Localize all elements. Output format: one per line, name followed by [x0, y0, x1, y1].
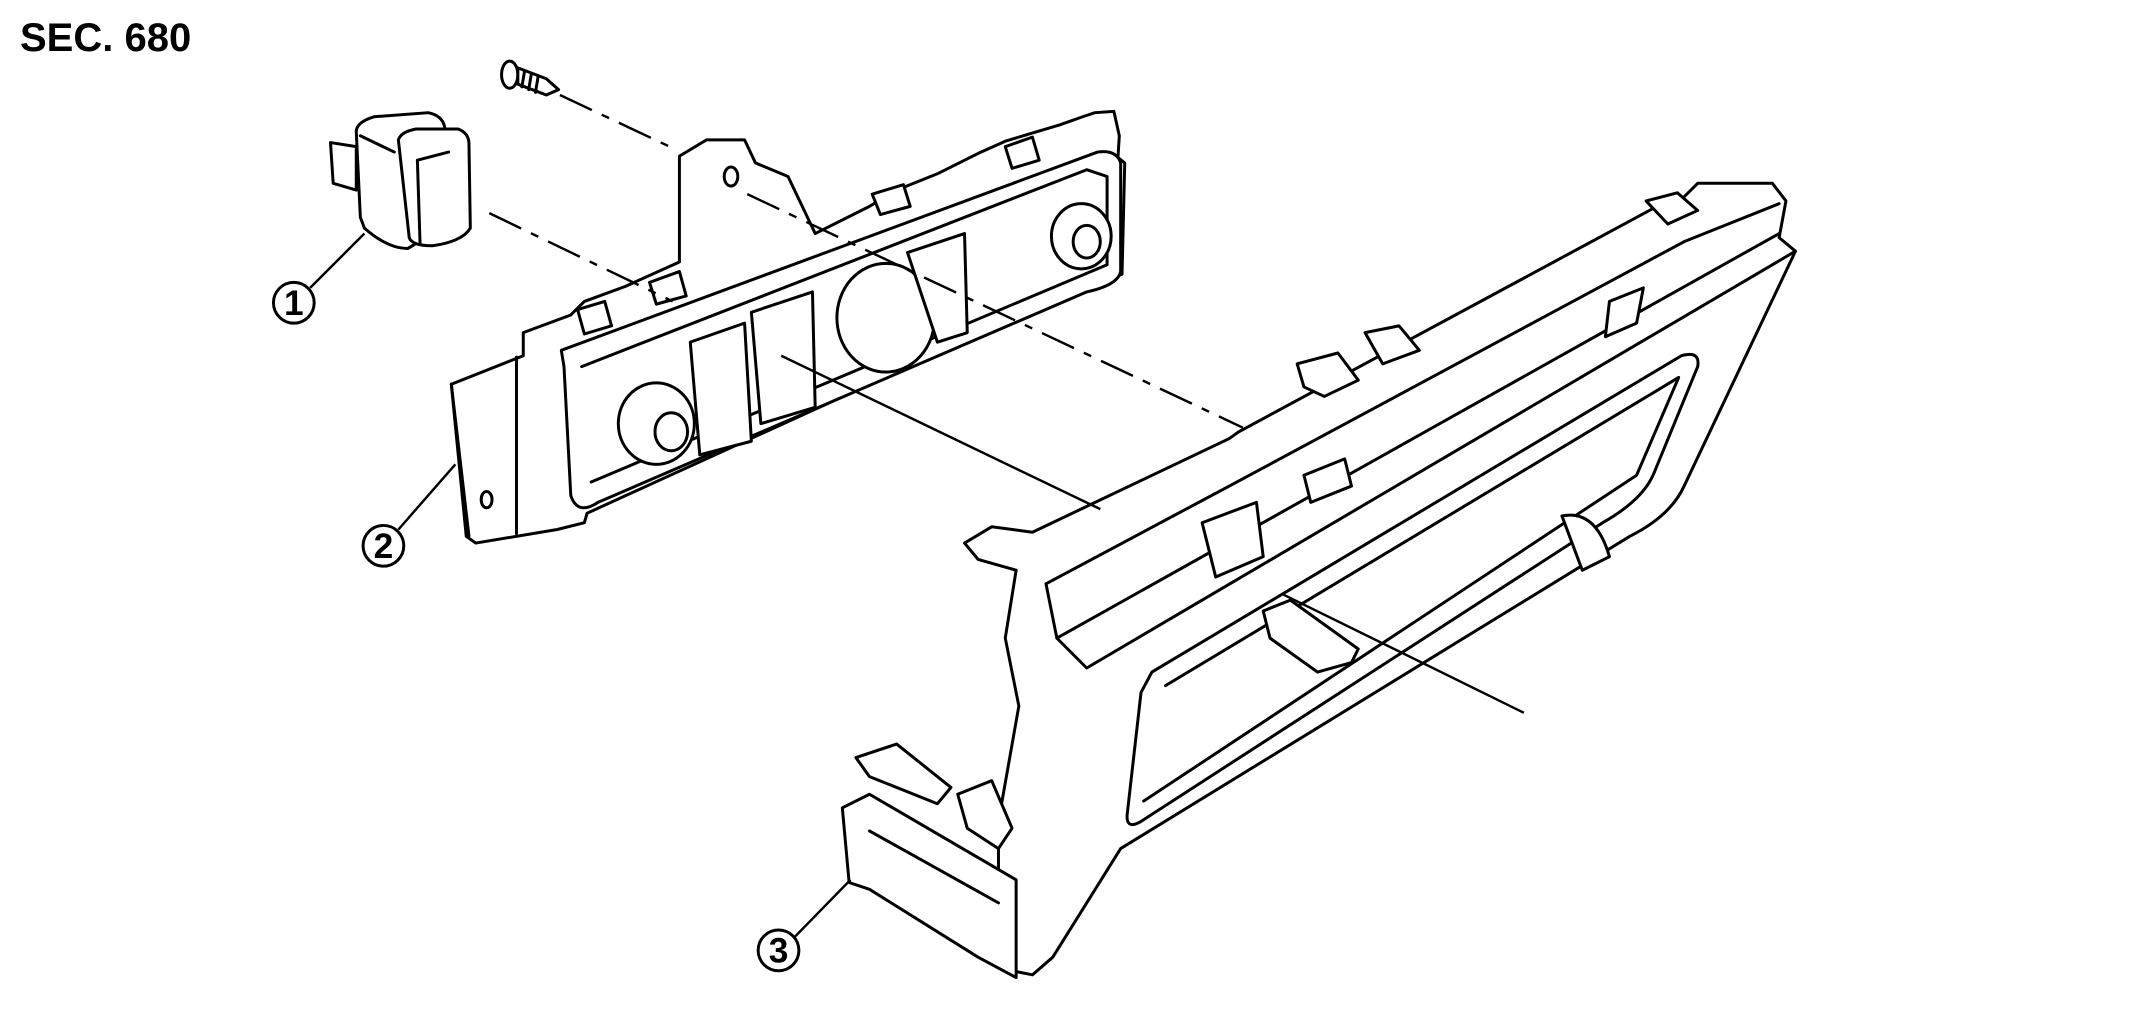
- cluster-lid-part: [840, 181, 1797, 980]
- callout-number: 2: [374, 527, 394, 566]
- callout-3: 3: [756, 928, 801, 973]
- callout-number: 3: [769, 932, 789, 971]
- callout-number: 1: [284, 284, 304, 323]
- section-label: SEC. 680: [20, 16, 192, 60]
- switch-part: [328, 111, 472, 250]
- callout-2: 2: [361, 523, 406, 568]
- callout-1: 1: [271, 280, 316, 325]
- control-panel-part: [449, 109, 1127, 545]
- screw-icon: [500, 59, 561, 97]
